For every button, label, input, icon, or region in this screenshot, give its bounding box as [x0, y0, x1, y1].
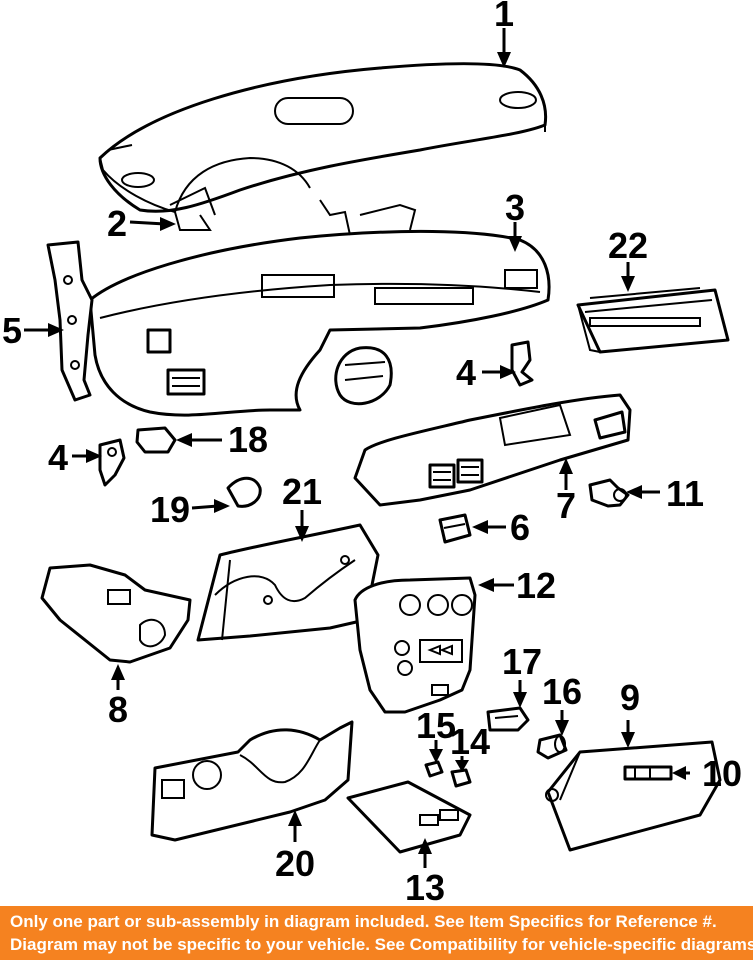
callout-13: 13: [405, 867, 445, 906]
part-10-latch: [623, 765, 673, 781]
parts-diagram: 1 2 3 5 22 4 4 18 19 21 7 11 6 12 8 17 1…: [2, 0, 742, 906]
callout-20: 20: [275, 843, 315, 884]
part-1-dash-pad: [98, 62, 548, 231]
callout-9: 9: [620, 677, 640, 718]
part-7-vent-bezel: [353, 393, 632, 507]
part-5-support-bracket: [46, 240, 94, 402]
callout-11: 11: [666, 473, 704, 514]
part-18-trim-clip: [135, 426, 177, 454]
part-2-cluster-bezel: [169, 186, 216, 216]
callout-arrows: [24, 28, 690, 868]
part-9-glove-box-door: [545, 740, 722, 852]
callout-4-upper: 4: [456, 352, 476, 393]
part-4-bracket-right: [510, 340, 534, 387]
callout-4-lower: 4: [48, 437, 68, 478]
part-12-center-bezel: [353, 576, 477, 714]
callout-22: 22: [608, 225, 648, 266]
disclaimer-banner: Only one part or sub-assembly in diagram…: [0, 906, 753, 960]
callout-numbers: 1 2 3 5 22 4 4 18 19 21 7 11 6 12 8 17 1…: [2, 0, 742, 906]
part-8-side-trim: [40, 563, 192, 664]
callout-19: 19: [150, 489, 190, 530]
callout-7: 7: [556, 485, 576, 526]
callout-14: 14: [450, 721, 490, 762]
part-16-lighter: [536, 733, 568, 760]
part-14-socket: [450, 768, 472, 788]
callout-1: 1: [494, 0, 514, 34]
part-19-cap: [226, 476, 262, 508]
callout-21: 21: [282, 471, 322, 512]
part-20-knee-bolster: [150, 720, 354, 842]
part-3-instrument-panel: [88, 199, 551, 417]
part-21-trim-panel: [196, 523, 380, 642]
callout-2: 2: [107, 203, 127, 244]
callout-16: 16: [542, 671, 582, 712]
callout-15: 15: [416, 705, 456, 746]
part-15-bulb: [424, 760, 444, 778]
disclaimer-line-2: Diagram may not be specific to your vehi…: [10, 935, 753, 954]
callout-3: 3: [505, 187, 525, 228]
callout-6: 6: [510, 507, 530, 548]
callout-17: 17: [502, 641, 542, 682]
part-13-bracket-tray: [346, 780, 472, 854]
callout-10: 10: [702, 753, 742, 794]
callout-8: 8: [108, 689, 128, 730]
callout-5: 5: [2, 310, 22, 351]
part-6-switch: [438, 513, 472, 544]
callout-12: 12: [516, 565, 556, 606]
part-17-socket: [486, 706, 530, 732]
callout-18: 18: [228, 419, 268, 460]
part-22-airbag-module: [576, 287, 730, 354]
part-4-bracket-left: [98, 438, 126, 487]
part-11-switch: [588, 478, 630, 508]
disclaimer-line-1: Only one part or sub-assembly in diagram…: [10, 912, 717, 931]
